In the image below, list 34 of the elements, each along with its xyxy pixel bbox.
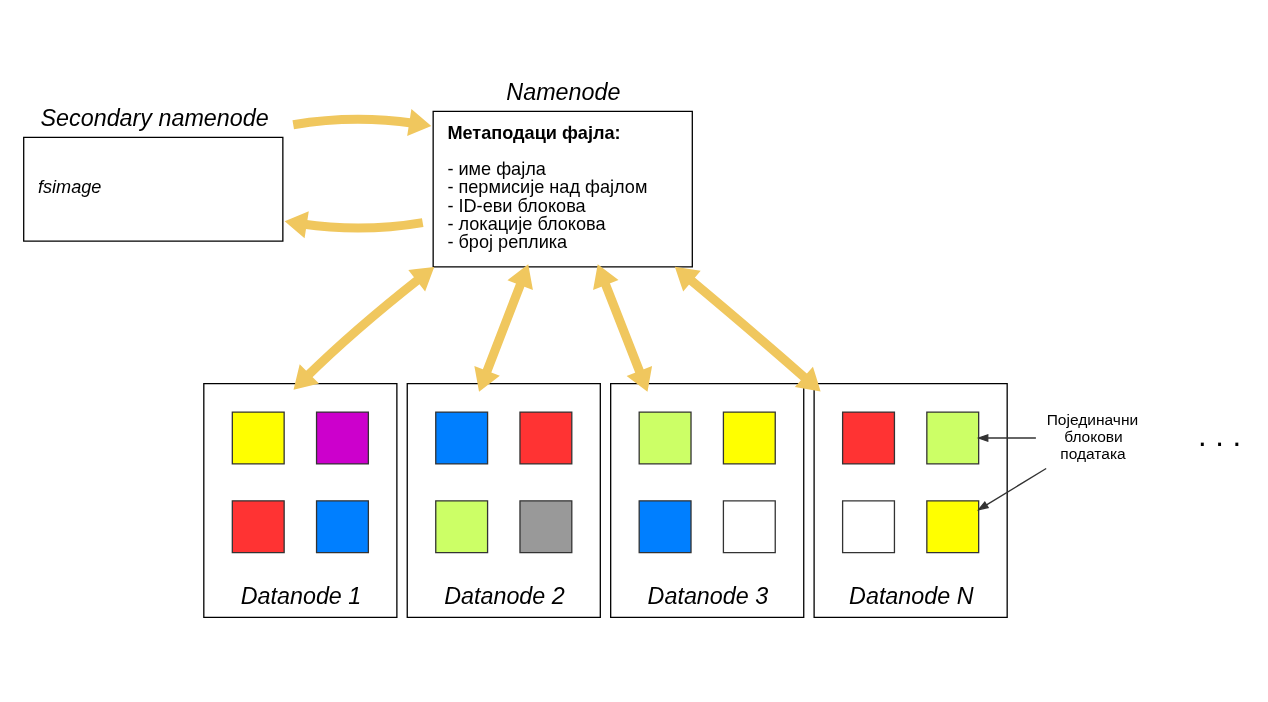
node-box xyxy=(926,499,980,553)
node-label: Secondary namenode xyxy=(40,104,269,131)
cluster: Datanode N xyxy=(813,382,1008,618)
node-box xyxy=(926,410,980,465)
arrow xyxy=(284,210,424,238)
node-box: Метаподаци фајла: - име фајла - пермисије над фајлом - ID-еви блокова - локације блокова - број реплика xyxy=(432,110,693,268)
node-box xyxy=(519,499,573,553)
node-box xyxy=(519,410,573,465)
node-box xyxy=(638,499,692,553)
node-label: Namenode xyxy=(506,78,621,105)
node-box: fsimage xyxy=(23,136,284,242)
arrow xyxy=(292,108,432,136)
node-box xyxy=(841,410,896,465)
label: . . . xyxy=(1198,417,1242,453)
node-box xyxy=(435,499,489,553)
arrow xyxy=(976,433,1037,442)
node-box xyxy=(315,499,369,553)
arrow xyxy=(674,266,821,392)
node-box xyxy=(231,499,285,553)
node-text: Појединачни блокови података xyxy=(1046,410,1139,462)
node-box xyxy=(638,410,692,465)
node-box xyxy=(435,410,489,465)
node-box xyxy=(841,499,896,553)
cluster: Datanode 3 xyxy=(610,382,805,618)
arrow xyxy=(593,263,653,392)
node-box xyxy=(315,410,369,465)
node-box xyxy=(722,410,776,465)
node-box xyxy=(231,410,285,465)
cluster: Datanode 1 xyxy=(203,382,398,618)
node-box xyxy=(722,499,776,553)
arrow xyxy=(293,266,435,390)
arrow xyxy=(474,263,533,392)
arrow xyxy=(977,467,1047,511)
cluster: Datanode 2 xyxy=(406,382,601,618)
